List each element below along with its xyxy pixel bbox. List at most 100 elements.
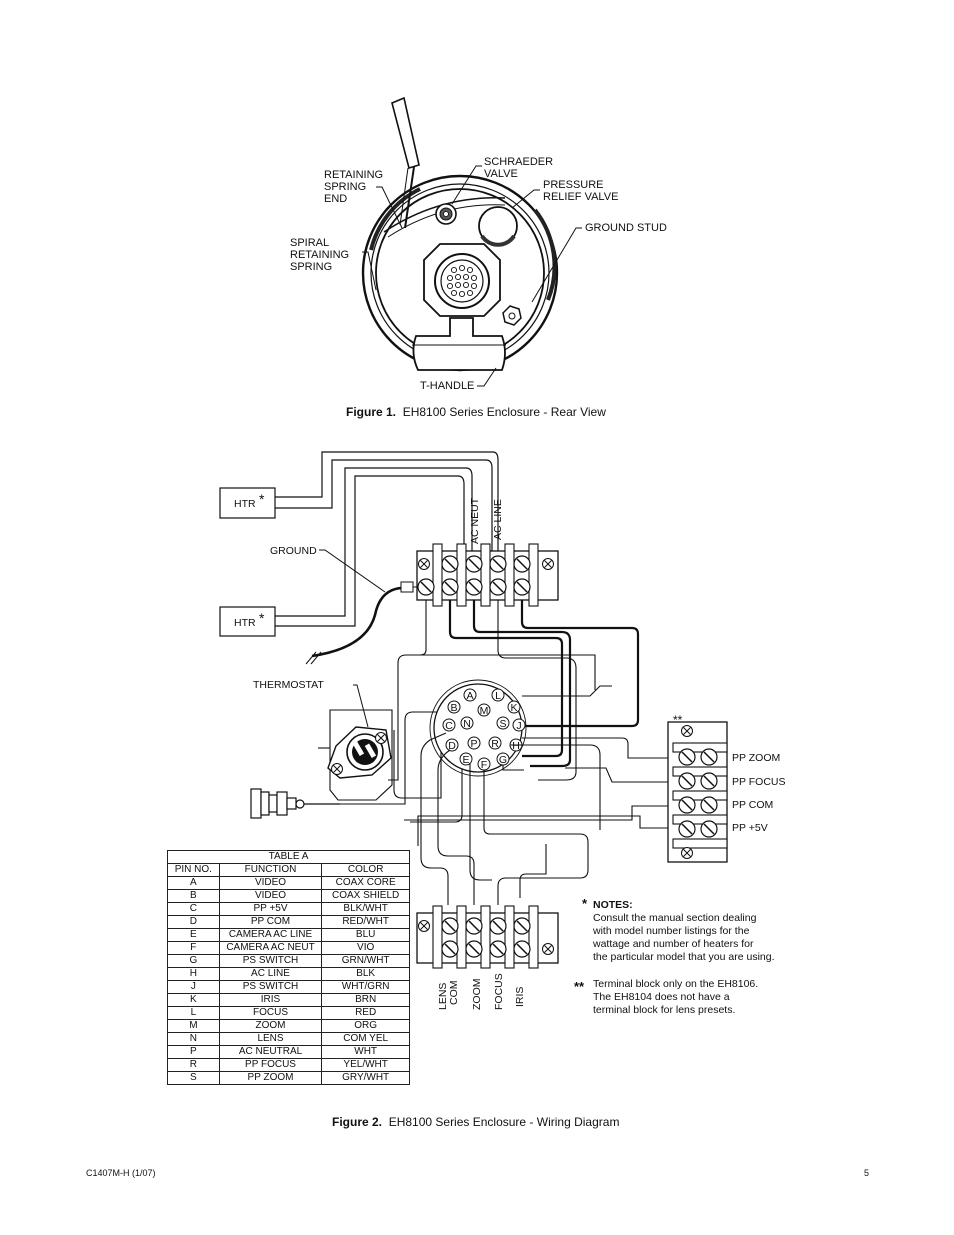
svg-text:P: P: [470, 738, 477, 750]
pin-K: K: [507, 700, 521, 714]
label-pressure-relief-valve-1: PRESSURE: [543, 179, 604, 191]
ground-wire: [305, 549, 418, 665]
schraeder-valve: [435, 203, 457, 225]
table-cell-color: BLK/WHT: [321, 902, 410, 916]
bnc-connector: [250, 788, 340, 819]
table-cell-function: PP COM: [218, 915, 323, 929]
notes-star: *: [582, 896, 588, 911]
table-header-row: PIN NO. FUNCTION COLOR: [167, 863, 410, 877]
t-handle: [412, 317, 506, 371]
svg-text:S: S: [499, 718, 506, 730]
preset-block-double-star: **: [673, 713, 683, 727]
note1-line1: Consult the manual section dealing: [593, 912, 757, 924]
svg-text:K: K: [510, 702, 517, 714]
table-cell-function: CAMERA AC LINE: [218, 928, 323, 942]
heater-box-bottom: [219, 606, 276, 637]
table-title: TABLE A: [167, 850, 410, 864]
screwdriver: [391, 96, 420, 229]
table-cell-color: ORG: [321, 1019, 410, 1033]
footer-doc-id: C1407M-H (1/07): [86, 1168, 156, 1178]
table-cell-color: YEL/WHT: [321, 1058, 410, 1072]
table-cell-function: ZOOM: [218, 1019, 323, 1033]
pin-S: S: [496, 716, 510, 730]
label-ac-neut: AC NEUT: [469, 497, 481, 544]
label-retaining-spring-end-1: RETAINING: [324, 169, 383, 181]
table-cell-function: VIDEO: [218, 889, 323, 903]
label-htr-bottom: HTR: [234, 617, 256, 629]
label-ac-line: AC LINE: [492, 499, 504, 540]
table-cell-color: COAX CORE: [321, 876, 410, 890]
table-cell-pin: G: [167, 954, 220, 968]
svg-text:H: H: [512, 740, 520, 752]
pin-R: R: [488, 736, 502, 750]
thermostat: [327, 684, 393, 801]
label-htr-top: HTR: [234, 498, 256, 510]
table-cell-pin: D: [167, 915, 220, 929]
table-header-color: COLOR: [321, 863, 410, 877]
table-cell-function: VIDEO: [218, 876, 323, 890]
label-schraeder-valve-1: SCHRAEDER: [484, 156, 553, 168]
figure1-caption: Figure 1. EH8100 Series Enclosure - Rear…: [346, 405, 606, 419]
table-cell-function: PP +5V: [218, 902, 323, 916]
table-cell-function: PS SWITCH: [218, 980, 323, 994]
note1-line2: with model number listings for the: [593, 925, 750, 937]
footer-page-number: 5: [864, 1168, 870, 1178]
label-spiral-retaining-spring-3: SPRING: [290, 261, 332, 273]
label-zoom: ZOOM: [471, 979, 483, 1011]
label-t-handle: T-HANDLE: [420, 380, 474, 392]
notes-double-star: **: [574, 979, 585, 994]
heater-box-top: [219, 487, 276, 519]
figure2-caption: Figure 2. EH8100 Series Enclosure - Wiri…: [332, 1115, 619, 1129]
label-iris: IRIS: [514, 987, 526, 1007]
label-spiral-retaining-spring-1: SPIRAL: [290, 237, 329, 249]
label-retaining-spring-end-3: END: [324, 193, 347, 205]
table-cell-pin: S: [167, 1071, 220, 1085]
label-focus: FOCUS: [493, 973, 505, 1010]
table-cell-color: COM YEL: [321, 1032, 410, 1046]
note2-line3: terminal block for lens presets.: [593, 1004, 736, 1016]
table-cell-color: COAX SHIELD: [321, 889, 410, 903]
label-schraeder-valve-2: VALVE: [484, 168, 518, 180]
table-cell-function: PP ZOOM: [218, 1071, 323, 1085]
figure1-rear-view: RETAINING SPRING END SCHRAEDER VALVE PRE…: [290, 96, 667, 392]
svg-text:F: F: [481, 759, 487, 771]
label-retaining-spring-end-2: SPRING: [324, 181, 366, 193]
main-power-wires: [448, 600, 640, 768]
table-cell-function: FOCUS: [218, 1006, 323, 1020]
pin-A: A: [463, 688, 477, 702]
label-ground: GROUND: [270, 545, 317, 557]
terminal-block-lens-presets: [667, 721, 728, 863]
pin-D: D: [445, 738, 459, 752]
lens-wires: [404, 654, 675, 905]
label-spiral-retaining-spring-2: RETAINING: [290, 249, 349, 261]
table-cell-pin: J: [167, 980, 220, 994]
table-cell-pin: L: [167, 1006, 220, 1020]
table-cell-pin: F: [167, 941, 220, 955]
table-cell-color: WHT: [321, 1045, 410, 1059]
label-pp-com: PP COM: [732, 799, 773, 811]
terminal-block-lens: [416, 905, 559, 969]
label-pp-zoom: PP ZOOM: [732, 752, 780, 764]
note1-line3: wattage and number of heaters for: [593, 938, 754, 950]
table-cell-pin: B: [167, 889, 220, 903]
notes-title: NOTES:: [593, 899, 633, 911]
table-cell-function: AC LINE: [218, 967, 323, 981]
figure2-wiring-diagram: A B C D E F G H J K L M N P R S: [219, 451, 785, 1011]
table-cell-color: BLU: [321, 928, 410, 942]
label-ground-stud: GROUND STUD: [585, 222, 667, 234]
figure2-caption-number: Figure 2.: [332, 1115, 383, 1129]
notes-block: * NOTES: Consult the manual section deal…: [574, 897, 853, 1017]
table-cell-pin: E: [167, 928, 220, 942]
